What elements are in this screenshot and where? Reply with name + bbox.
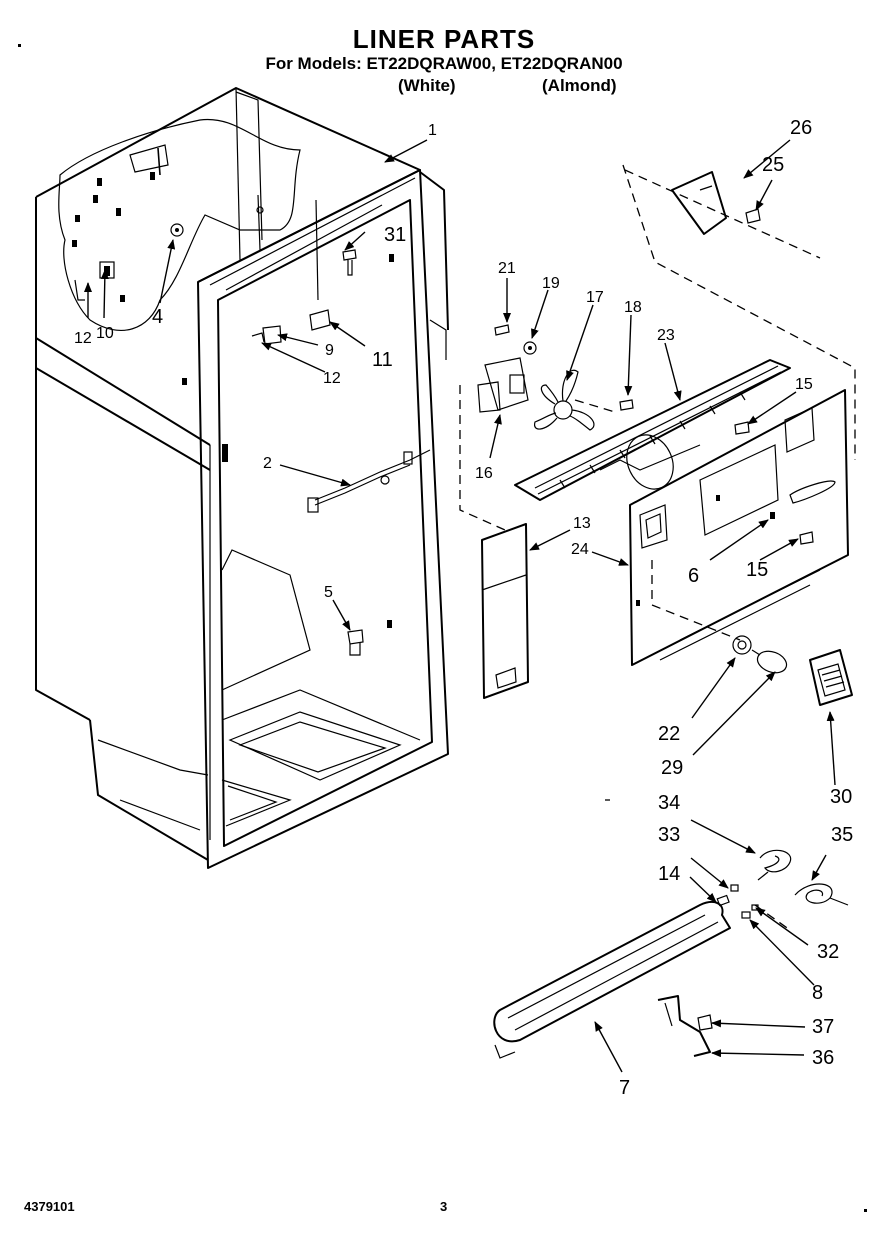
liner-small-parts	[170, 223, 431, 656]
callout-23: 23	[657, 327, 675, 344]
callout-16: 16	[475, 465, 493, 482]
dashed-leaders	[459, 164, 856, 931]
document-number: 4379101	[24, 1199, 75, 1214]
callout-18: 18	[624, 299, 642, 316]
callout-14: 14	[658, 863, 680, 885]
callout-4: 4	[152, 306, 163, 328]
variant-almond: (Almond)	[542, 76, 617, 95]
callout-15b: 15	[746, 559, 768, 581]
callout-33: 33	[658, 824, 680, 846]
callout-29: 29	[661, 757, 683, 779]
callout-5: 5	[324, 584, 333, 601]
callout-13: 13	[573, 515, 591, 532]
callout-25: 25	[762, 154, 784, 176]
callout-8: 8	[812, 982, 823, 1004]
callout-21: 21	[498, 260, 516, 277]
callout-12a: 12	[74, 330, 92, 347]
callout-12b: 12	[323, 370, 341, 387]
callout-17: 17	[586, 289, 604, 306]
callout-15a: 15	[795, 376, 813, 393]
callout-24: 24	[571, 541, 589, 558]
callout-7: 7	[619, 1077, 630, 1099]
page-title: LINER PARTS	[352, 24, 536, 54]
page-number: 3	[440, 1199, 448, 1214]
models-line: For Models: ET22DQRAW00, ET22DQRAN00	[265, 54, 623, 73]
callout-36: 36	[812, 1047, 834, 1069]
variant-white: (White)	[398, 76, 456, 95]
callout-26: 26	[790, 117, 812, 139]
callout-19: 19	[542, 275, 560, 292]
callout-32: 32	[817, 941, 839, 963]
callout-11: 11	[372, 349, 393, 371]
callout-9: 9	[325, 342, 334, 359]
callout-2: 2	[263, 455, 272, 472]
callout-37: 37	[812, 1016, 834, 1038]
corner-mark	[18, 44, 21, 47]
callout-22: 22	[658, 723, 680, 745]
callout-10: 10	[96, 325, 114, 342]
refrigerator-liner	[35, 87, 449, 869]
callout-30: 30	[830, 786, 852, 808]
callout-6: 6	[688, 565, 699, 587]
callout-35: 35	[831, 824, 853, 846]
callout-arrows	[84, 139, 836, 1073]
callout-1: 1	[428, 122, 437, 139]
callout-31: 31	[384, 224, 406, 246]
callout-labels: 1 2 4 5 6 7 8 9 10 11 12 12 13 14 15 15 …	[74, 117, 853, 1099]
callout-34: 34	[658, 792, 680, 814]
corner-mark	[864, 1209, 867, 1212]
fan-assembly	[477, 171, 853, 706]
